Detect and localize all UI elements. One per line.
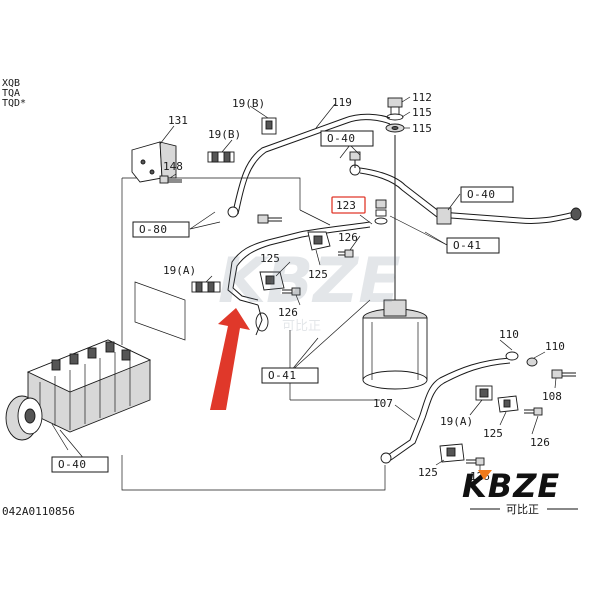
bracket-131 xyxy=(131,141,177,183)
reference-boxes: O-40 O-40 O-80 O-41 O-41 O-40 xyxy=(51,130,514,473)
fuel-pipe-119 xyxy=(227,113,391,218)
model-code: XQB xyxy=(2,78,20,89)
fuel-pipe-123 xyxy=(227,221,371,336)
ref-label: O-40 xyxy=(327,132,356,145)
clamp-125-bottom xyxy=(439,443,465,463)
callout-112: 112 xyxy=(412,91,432,104)
fittings-right xyxy=(505,351,576,379)
callout-125: 125 xyxy=(308,268,328,281)
callout-107: 107 xyxy=(373,397,393,410)
ref-label: O-41 xyxy=(268,369,297,382)
svg-text:可比正: 可比正 xyxy=(506,503,539,516)
model-code: TQD* xyxy=(2,98,26,109)
fuel-filter xyxy=(362,135,428,390)
clamp-125-top xyxy=(307,231,331,251)
ref-label: O-41 xyxy=(453,239,482,252)
bolt-148 xyxy=(159,175,182,184)
clamp-19b-top xyxy=(261,117,277,135)
callout-108: 108 xyxy=(542,390,562,403)
highlight-box-123: 123 xyxy=(331,196,366,214)
leader-lines xyxy=(59,96,557,470)
injection-pump xyxy=(5,339,152,451)
callout-148: 148 xyxy=(163,160,183,173)
callout-115: 115 xyxy=(412,106,432,119)
fuel-pipe-107 xyxy=(380,357,511,464)
bolts-126 xyxy=(282,249,543,466)
brand-logo: KBZE 可比正 xyxy=(462,467,578,516)
callout-125: 125 xyxy=(418,466,438,479)
callout-126: 126 xyxy=(530,436,550,449)
callout-19a: 19(A) xyxy=(163,264,196,277)
clamp-19b-mid xyxy=(207,151,235,163)
engine-frame xyxy=(121,177,386,491)
bolt-stack-112 xyxy=(385,97,405,133)
red-arrow xyxy=(210,308,250,410)
callout-131: 131 xyxy=(168,114,188,127)
callout-125: 125 xyxy=(260,252,280,265)
watermark-center: KBZE 可比正 xyxy=(218,244,401,334)
callout-126: 126 xyxy=(278,306,298,319)
ref-label: O-40 xyxy=(467,188,496,201)
callout-123: 123 xyxy=(336,199,356,212)
fuel-pipe-right xyxy=(349,164,582,225)
callout-19a: 19(A) xyxy=(440,415,473,428)
fittings-mid xyxy=(257,151,388,225)
clamp-19a-right xyxy=(475,385,493,401)
callout-115: 115 xyxy=(412,122,432,135)
callout-126: 126 xyxy=(338,231,358,244)
diagram-number: 042A0110856 xyxy=(2,505,75,518)
svg-text:可比正: 可比正 xyxy=(282,319,321,334)
callout-19b: 19(B) xyxy=(232,97,265,110)
callout-125: 125 xyxy=(483,427,503,440)
callout-119: 119 xyxy=(332,96,352,109)
callouts: 112 115 115 119 19(B) 19(B) 131 148 126 … xyxy=(163,91,565,483)
model-code: TQA xyxy=(2,88,20,99)
svg-text:KBZE: KBZE xyxy=(462,467,560,505)
callout-110: 110 xyxy=(499,328,519,341)
ref-label: O-80 xyxy=(139,223,168,236)
callout-110: 110 xyxy=(545,340,565,353)
ref-label: O-40 xyxy=(58,458,87,471)
clamp-19a-left xyxy=(191,281,221,293)
clamp-125-left xyxy=(259,271,285,291)
callout-19b: 19(B) xyxy=(208,128,241,141)
svg-text:KBZE: KBZE xyxy=(218,244,401,317)
clamp-125-right xyxy=(497,395,519,413)
